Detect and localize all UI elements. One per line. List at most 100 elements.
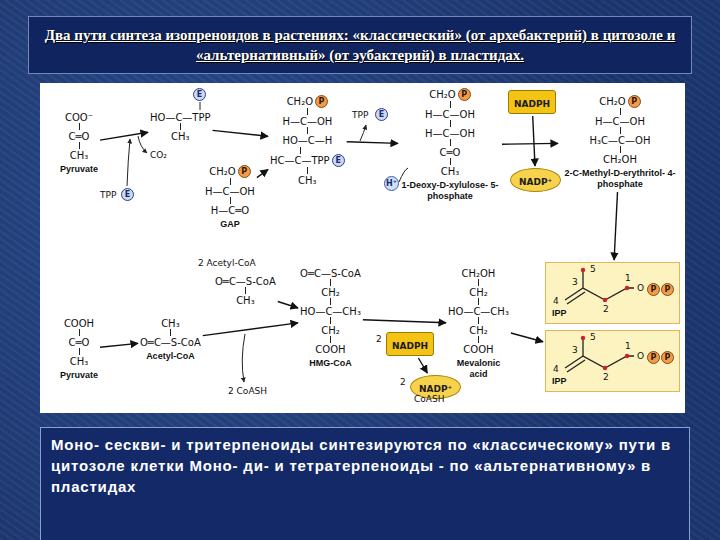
cofactor-oval: NADP⁺ [510,168,561,192]
phosphate-circle: P [458,88,471,101]
formula-row: CH₂OH [461,268,495,279]
annotation-label: 2 [603,372,609,383]
cofactor-text: NADP⁺ [519,177,552,187]
bond-line [450,139,451,146]
reaction-arrow [533,116,535,166]
annotation-label: 2 [400,377,406,388]
compound-name: 2-C-Methyl-D-erythritol- 4-phosphate [560,168,680,190]
bond-line [79,142,80,149]
formula-row: HO—C—TPP [150,112,211,123]
formula-row: O═C—S-CoA [215,276,276,287]
formula-text: CH₃ [236,295,255,306]
compound-name: 1-Deoxy-D-xylulose- 5-phosphate [400,180,500,202]
bond-line [478,279,479,286]
formula-row: COOH [315,344,345,355]
bond-line [230,178,231,185]
bond-line [307,108,308,115]
formula-text: CH₃ [70,356,89,367]
formula-text: C═O [69,131,90,142]
formula-text: COOH [463,344,493,355]
formula-row: O═C—S-CoA [300,268,361,279]
formula-row: H—C—OH [425,109,475,120]
molecule: CH₂OHCH₂HO—C—CH₃CH₂COOHMevalonic acid [448,268,509,380]
annotation-label: O [637,351,644,362]
phosphate-circle: P [628,95,641,108]
bond-line [620,127,621,134]
circle-letter: P [665,354,671,362]
bond-line [478,317,479,324]
annotation-label: 2 Acetyl-CoA [198,258,256,269]
annotation-label: 4 [553,296,559,307]
formula-text: COO⁻ [65,112,93,123]
bond-line [79,123,80,130]
annotation-label: 5 [590,332,596,343]
formula-row: H—C—OH [425,128,475,139]
formula-text: H—C—OH [282,116,332,127]
formula-text: CH₂O [599,96,625,107]
formula-text: CH₃ [171,131,190,142]
phosphate-circle: P [647,351,660,364]
enzyme-circle: E [193,88,206,101]
annotation-label: 2 [376,334,382,345]
formula-text: H—C—OH [425,109,475,120]
annotation-label: 4 [553,364,559,375]
enzyme-circle: E [375,108,388,121]
carbon-dots [581,268,629,370]
molecule: CH₂OPH—C—OHH₃C—C—OHCH₂OH2-C-Methyl-D-ery… [560,95,680,190]
molecule: O═C—S-CoA CH₃ [215,276,276,306]
formula-text: COOH [64,318,94,329]
phosphate-circle: P [661,351,674,364]
bond-line [330,279,331,286]
bond-line [478,298,479,305]
bond-line [79,348,80,355]
circle-letter: P [631,98,637,106]
formula-row: O═C—S-CoA [140,337,201,348]
formula-row: CH₂OP [429,88,470,101]
formula-text: HC—C—TPP [270,155,330,166]
formula-text: H₃C—C—OH [590,135,651,146]
formula-text: H—C—OH [425,128,475,139]
annotation-label: 1 [625,341,631,352]
annotation-label: O [637,283,644,294]
annotation-label: 2 CoASH [228,386,267,397]
caption-box: Моно- сескви- и тритерпеноиды синтезирую… [40,427,690,540]
formula-text: CH₂O [429,89,455,100]
formula-text: CH₃ [70,150,89,161]
molecule: CH₂OPH—C—OHHO—C—HHC—C—TPPECH₃ [270,95,345,186]
bond-line [230,197,231,204]
enzyme-circle: E [332,154,345,167]
cofactor-box: NADPH [386,332,434,356]
circle-letter: P [651,286,657,294]
formula-text: H—C—OH [205,186,255,197]
phosphate-circle: P [661,283,674,296]
molecule: HO—C—TPP CH₃ [150,112,211,142]
phosphate-circle: P [238,165,251,178]
circle-letter: E [379,111,384,119]
phosphate-circle: P [647,283,660,296]
annotation-label: 3 [572,277,578,288]
circle-letter: E [125,191,130,199]
bond-line [450,158,451,165]
side-arrows [127,102,408,382]
formula-row: CH₂OH [603,154,637,165]
formula-text: CH₃ [298,175,317,186]
formula-row: CH₃ [70,150,89,161]
product-box: IPPPP51432O [545,262,680,324]
molecule: COO⁻C═OCH₃Pyruvate [60,112,98,175]
annotation-label: 3 [572,345,578,356]
formula-text: HO—C—TPP [150,112,211,123]
formula-row: C═O [69,131,90,142]
bond-line [330,317,331,324]
formula-row: COOH [64,318,94,329]
formula-text: CH₃ [441,166,460,177]
bond-line [450,120,451,127]
formula-text: CH₂ [469,287,488,298]
formula-row: HO—C—H [282,135,332,146]
compound-name: Mevalonic acid [448,358,508,380]
circle-letter: P [319,98,325,106]
ipp-skeleton [565,270,634,372]
molecule: CH₃O═C—S-CoAAcetyl-CoA [140,318,201,362]
formula-row: COOH [463,344,493,355]
phosphate-circle: P [315,95,328,108]
proton-circle: H⁺ [384,176,399,191]
